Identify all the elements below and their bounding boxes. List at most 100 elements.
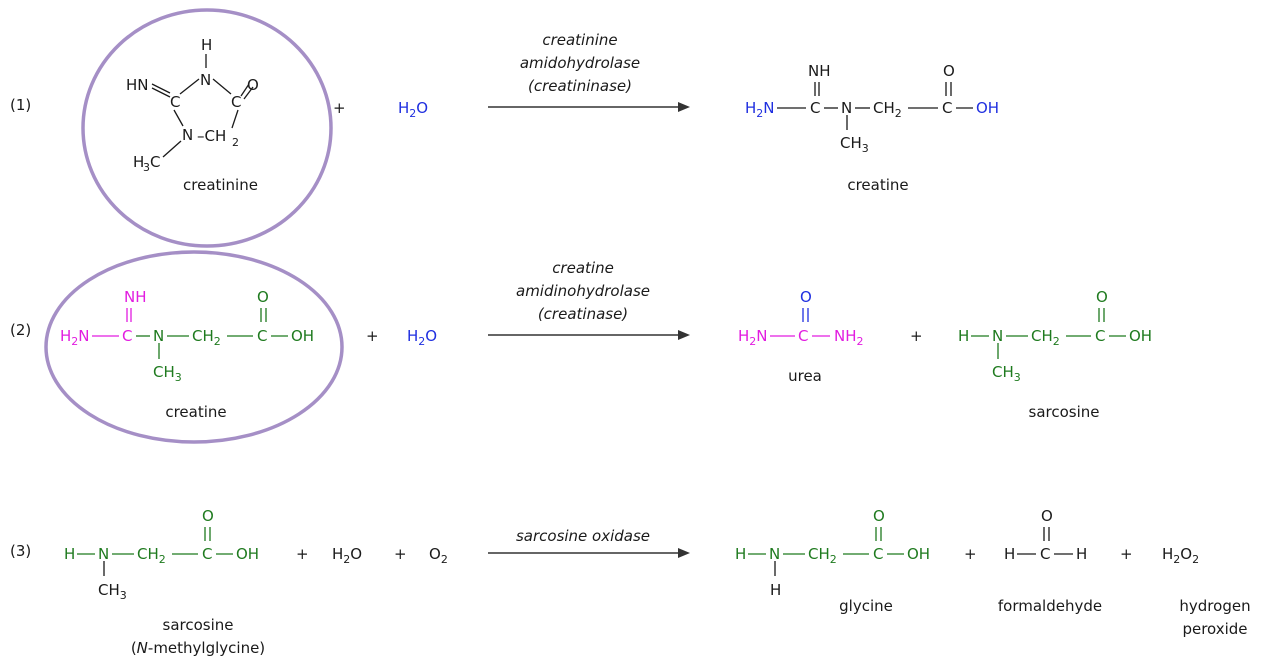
svg-text:H: H	[64, 545, 75, 563]
svg-text:O: O	[202, 507, 214, 525]
hydrogen-peroxide-formula: H2O2	[1162, 545, 1199, 566]
reaction-1-number: (1)	[10, 96, 31, 114]
svg-text:N: N	[200, 71, 211, 89]
svg-text:H2N: H2N	[738, 327, 768, 348]
svg-text:CH3: CH3	[153, 363, 182, 384]
svg-text:CH2: CH2	[808, 545, 837, 566]
svg-text:C: C	[1095, 327, 1105, 345]
formaldehyde-structure: O H C H	[1004, 507, 1087, 563]
svg-text:amidinohydrolase: amidinohydrolase	[516, 282, 650, 300]
svg-text:C: C	[202, 545, 212, 563]
svg-text:N: N	[98, 545, 109, 563]
svg-text:O: O	[257, 288, 269, 306]
svg-text:N: N	[182, 126, 193, 144]
creatinine-highlight-circle	[81, 8, 333, 248]
svg-text:(creatinase): (creatinase)	[538, 305, 628, 323]
svg-text:CH2: CH2	[192, 327, 221, 348]
svg-text:creatinine: creatinine	[542, 31, 617, 49]
reaction-1-plus: +	[333, 99, 346, 117]
svg-text:C: C	[1040, 545, 1050, 563]
svg-text:H: H	[958, 327, 969, 345]
reaction-1-water: H2O	[398, 99, 428, 120]
svg-text:N: N	[992, 327, 1003, 345]
svg-text:C: C	[170, 93, 180, 111]
reaction-3-arrowhead	[678, 548, 690, 558]
svg-text:C: C	[798, 327, 808, 345]
creatinine-label: creatinine	[183, 176, 258, 194]
reaction-2-water: H2O	[407, 327, 437, 348]
sarcosine-reactant-label: sarcosine	[163, 616, 234, 634]
reaction-2-enzyme: creatine amidinohydrolase (creatinase)	[516, 259, 650, 323]
svg-text:O: O	[943, 62, 955, 80]
svg-text:H: H	[133, 153, 144, 171]
svg-text:C: C	[942, 99, 952, 117]
reaction-3-plus-products-a: +	[964, 545, 977, 563]
sarcosine-reactant-sublabel: (N-methylglycine)	[131, 639, 265, 657]
svg-text:CH3: CH3	[98, 581, 127, 602]
svg-text:OH: OH	[291, 327, 314, 345]
svg-text:C: C	[873, 545, 883, 563]
reaction-2-arrowhead	[678, 330, 690, 340]
svg-text:–CH: –CH	[197, 127, 226, 145]
svg-text:NH: NH	[808, 62, 831, 80]
svg-text:CH3: CH3	[840, 134, 869, 155]
svg-text:amidohydrolase: amidohydrolase	[520, 54, 640, 72]
reaction-3-water: H2O	[332, 545, 362, 566]
reaction-3-plus-products-b: +	[1120, 545, 1133, 563]
reaction-3-oxygen: O2	[429, 545, 448, 566]
urea-structure: O H2N C NH2	[738, 288, 864, 348]
creatine-highlight-circle	[44, 250, 344, 444]
sarcosine-product-label: sarcosine	[1029, 403, 1100, 421]
svg-text:O: O	[873, 507, 885, 525]
svg-text:OH: OH	[976, 99, 999, 117]
svg-text:H: H	[1076, 545, 1087, 563]
svg-text:C: C	[810, 99, 820, 117]
svg-text:N: N	[769, 545, 780, 563]
svg-text:H: H	[201, 36, 212, 54]
glycine-label: glycine	[839, 597, 893, 615]
creatine-reactant-label: creatine	[165, 403, 226, 421]
creatine-product-structure: NH H2N C N CH2 C OH O CH3	[745, 62, 999, 155]
svg-text:CH2: CH2	[1031, 327, 1060, 348]
creatinine-structure: H N HN C C O N –CH 2 H 3 C	[126, 36, 259, 174]
svg-text:C: C	[150, 153, 160, 171]
svg-text:C: C	[257, 327, 267, 345]
reaction-1-enzyme: creatinine amidohydrolase (creatininase)	[520, 31, 640, 95]
svg-text:(creatininase): (creatininase)	[528, 77, 632, 95]
svg-text:CH2: CH2	[873, 99, 902, 120]
svg-text:OH: OH	[1129, 327, 1152, 345]
svg-text:N: N	[153, 327, 164, 345]
creatine-product-label: creatine	[847, 176, 908, 194]
reaction-3-plus-a: +	[296, 545, 309, 563]
svg-text:H: H	[770, 581, 781, 599]
svg-text:3: 3	[143, 161, 150, 174]
svg-text:HN: HN	[126, 76, 149, 94]
reaction-1-arrowhead	[678, 102, 690, 112]
svg-text:O: O	[247, 76, 259, 94]
svg-text:O: O	[1041, 507, 1053, 525]
svg-text:O: O	[800, 288, 812, 306]
svg-text:H: H	[1004, 545, 1015, 563]
svg-text:CH3: CH3	[992, 363, 1021, 384]
svg-text:creatine: creatine	[552, 259, 614, 277]
reaction-2-plus-products: +	[910, 327, 923, 345]
svg-text:C: C	[122, 327, 132, 345]
creatine-reactant-structure: NH H2N C N CH2 C OH O CH3	[60, 288, 314, 384]
svg-text:NH2: NH2	[834, 327, 864, 348]
reaction-2-plus: +	[366, 327, 379, 345]
reaction-3-plus-b: +	[394, 545, 407, 563]
svg-text:OH: OH	[907, 545, 930, 563]
formaldehyde-label: formaldehyde	[998, 597, 1102, 615]
svg-text:H2N: H2N	[60, 327, 90, 348]
svg-text:N: N	[841, 99, 852, 117]
svg-text:H: H	[735, 545, 746, 563]
reaction-2-number: (2)	[10, 321, 31, 339]
svg-text:2: 2	[232, 136, 239, 149]
svg-text:C: C	[231, 93, 241, 111]
reaction-3-enzyme: sarcosine oxidase	[516, 527, 650, 545]
hydrogen-peroxide-label-line1: hydrogen	[1179, 597, 1250, 615]
hydrogen-peroxide-label-line2: peroxide	[1182, 620, 1247, 638]
glycine-structure: H N CH2 C OH O H	[735, 507, 930, 599]
svg-text:H2N: H2N	[745, 99, 775, 120]
